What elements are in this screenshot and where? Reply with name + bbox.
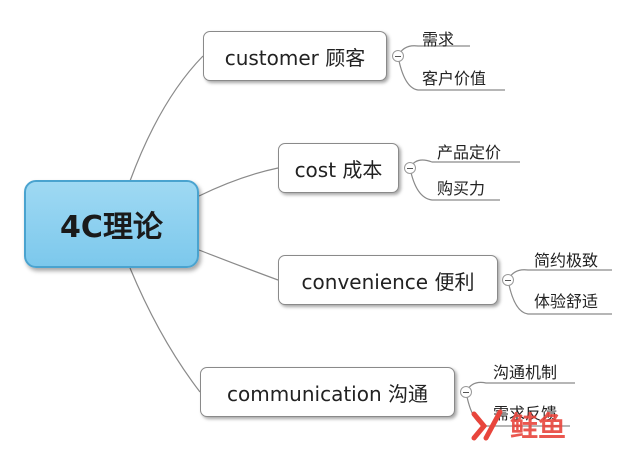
collapse-toggle-communication[interactable]	[460, 386, 472, 398]
branch-customer[interactable]: customer 顾客	[203, 31, 387, 81]
branch-cost[interactable]: cost 成本	[278, 143, 399, 193]
branch-communication-label: communication 沟通	[226, 381, 429, 406]
connector-root-convenience	[198, 249, 279, 281]
leaf-cost-pricing[interactable]: 产品定价	[437, 143, 502, 162]
leaf-convenience-simple[interactable]: 简约极致	[534, 251, 599, 270]
leaf-customer-need[interactable]: 需求	[422, 30, 455, 49]
leaf-communication-feedback[interactable]: 需求反馈	[493, 404, 558, 423]
collapse-toggle-cost[interactable]	[404, 162, 416, 174]
leaf-convenience-experience[interactable]: 体验舒适	[534, 292, 599, 311]
watermark-logo: 鲑鱼	[471, 409, 566, 443]
watermark-mark-icon	[471, 409, 503, 441]
connector-root-cost	[198, 167, 279, 197]
leaf-customer-value[interactable]: 客户价值	[422, 69, 487, 88]
branch-convenience-label: convenience 便利	[301, 269, 475, 294]
connector-root-communication	[129, 267, 201, 393]
root-node-label: 4C理论	[60, 210, 163, 245]
leaf-communication-mechanism[interactable]: 沟通机制	[493, 363, 558, 382]
connector-root-customer	[129, 55, 204, 182]
collapse-toggle-customer[interactable]	[392, 50, 404, 62]
branch-communication[interactable]: communication 沟通	[200, 367, 455, 417]
leaf-cost-purchasing-power[interactable]: 购买力	[437, 179, 486, 198]
branch-cost-label: cost 成本	[294, 157, 383, 182]
watermark-text: 鲑鱼	[510, 410, 566, 443]
branch-customer-label: customer 顾客	[224, 45, 366, 70]
root-node[interactable]: 4C理论	[24, 180, 199, 268]
collapse-toggle-convenience[interactable]	[502, 274, 514, 286]
branch-convenience[interactable]: convenience 便利	[278, 255, 498, 305]
